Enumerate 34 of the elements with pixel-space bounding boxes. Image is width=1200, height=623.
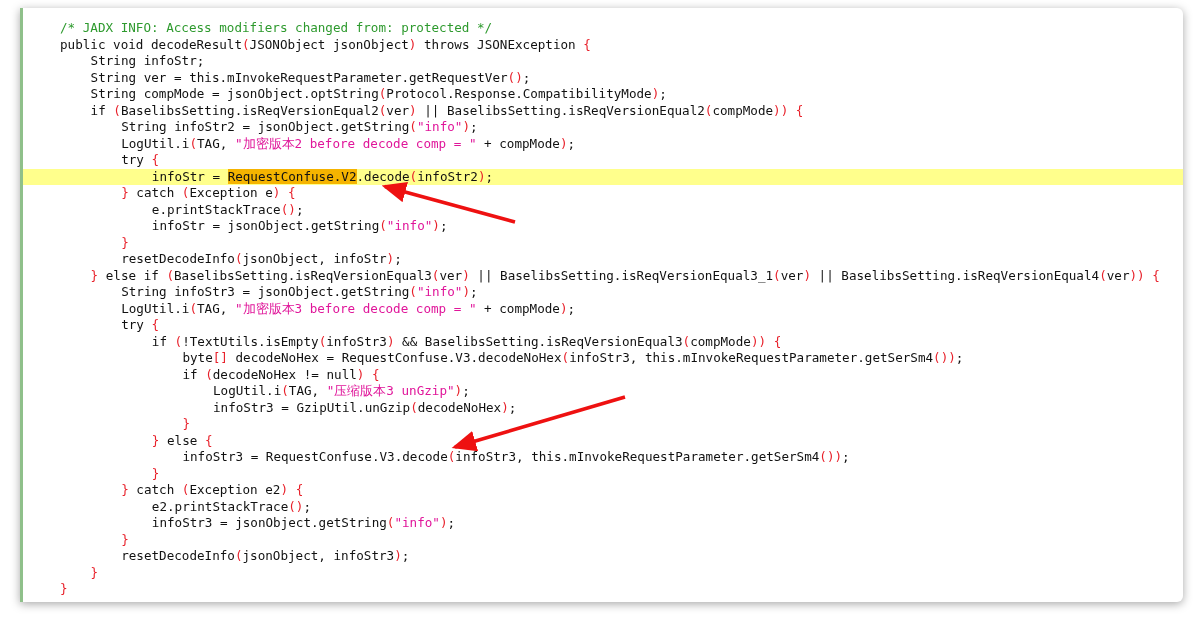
code-line: infoStr3 = GzipUtil.unGzip(decodeNoHex);: [213, 399, 517, 416]
code-line: } else {: [151, 432, 213, 449]
arrow: [381, 181, 516, 224]
code-line: if (decodeNoHex != null) {: [182, 366, 380, 383]
code-line: String infoStr;: [90, 53, 205, 69]
code-line: if (BaselibsSetting.isReqVersionEqual2(ver) || BaselibsSetting.isReqVersionEqual2(compMode)) {: [90, 102, 804, 119]
code-line: } catch (Exception e2) {: [121, 482, 304, 498]
code-line: String infoStr2 = jsonObject.getString("info");: [121, 119, 478, 135]
code-line: LogUtil.i(TAG, "压缩版本3 unGzip");: [213, 383, 470, 399]
code-line: String compMode = jsonObject.optString(Protocol.Response.CompatibilityMode);: [90, 86, 667, 102]
code-line: resetDecodeInfo(jsonObject, infoStr3);: [121, 548, 410, 564]
code-line: byte[] decodeNoHex = RequestConfuse.V3.decodeNoHex(infoStr3, this.mInvokeRequestParameter.getSerSm4());: [182, 350, 964, 366]
code-line: String infoStr3 = jsonObject.getString("info");: [121, 284, 478, 300]
code-line: if (!TextUtils.isEmpty(infoStr3) && BaselibsSetting.isReqVersionEqual3(compMode)) {: [151, 333, 782, 350]
code-line: }: [151, 465, 160, 482]
code-line: }: [182, 416, 190, 432]
code-line: resetDecodeInfo(jsonObject, infoStr);: [121, 251, 402, 267]
code-line: }: [90, 564, 99, 581]
code-line: public void decodeResult(JSONObject jsonObject) throws JSONException {: [60, 36, 591, 53]
code-line: LogUtil.i(TAG, "加密版本3 before decode comp = " + compMode);: [121, 300, 576, 317]
code-line: }: [121, 531, 129, 548]
code-line: e2.printStackTrace();: [151, 498, 312, 515]
code-line: e.printStackTrace();: [151, 201, 304, 218]
code-line: infoStr3 = RequestConfuse.V3.decode(infoStr3, this.mInvokeRequestParameter.getSerSm4());: [182, 449, 850, 465]
code-line: infoStr = jsonObject.getString("info");: [151, 218, 448, 234]
arrow: [451, 395, 626, 452]
code-line: String ver = this.mInvokeRequestParameter.getRequestVer();: [90, 69, 531, 86]
code-line: try {: [121, 317, 160, 333]
code-comment: /* JADX INFO: Access modifiers changed from: protected */: [60, 20, 493, 36]
code-line: }: [121, 234, 129, 251]
code-line: LogUtil.i(TAG, "加密版本2 before decode comp = " + compMode);: [121, 135, 576, 152]
code-line: } else if (BaselibsSetting.isReqVersionEqual3(ver) || BaselibsSetting.isReqVersionEqual3_1(ver) || BaselibsSetting.isReqVersionEqual4(ver)) {: [90, 267, 1160, 284]
code-line: infoStr3 = jsonObject.getString("info");: [151, 515, 456, 531]
code-line: }: [60, 581, 68, 597]
